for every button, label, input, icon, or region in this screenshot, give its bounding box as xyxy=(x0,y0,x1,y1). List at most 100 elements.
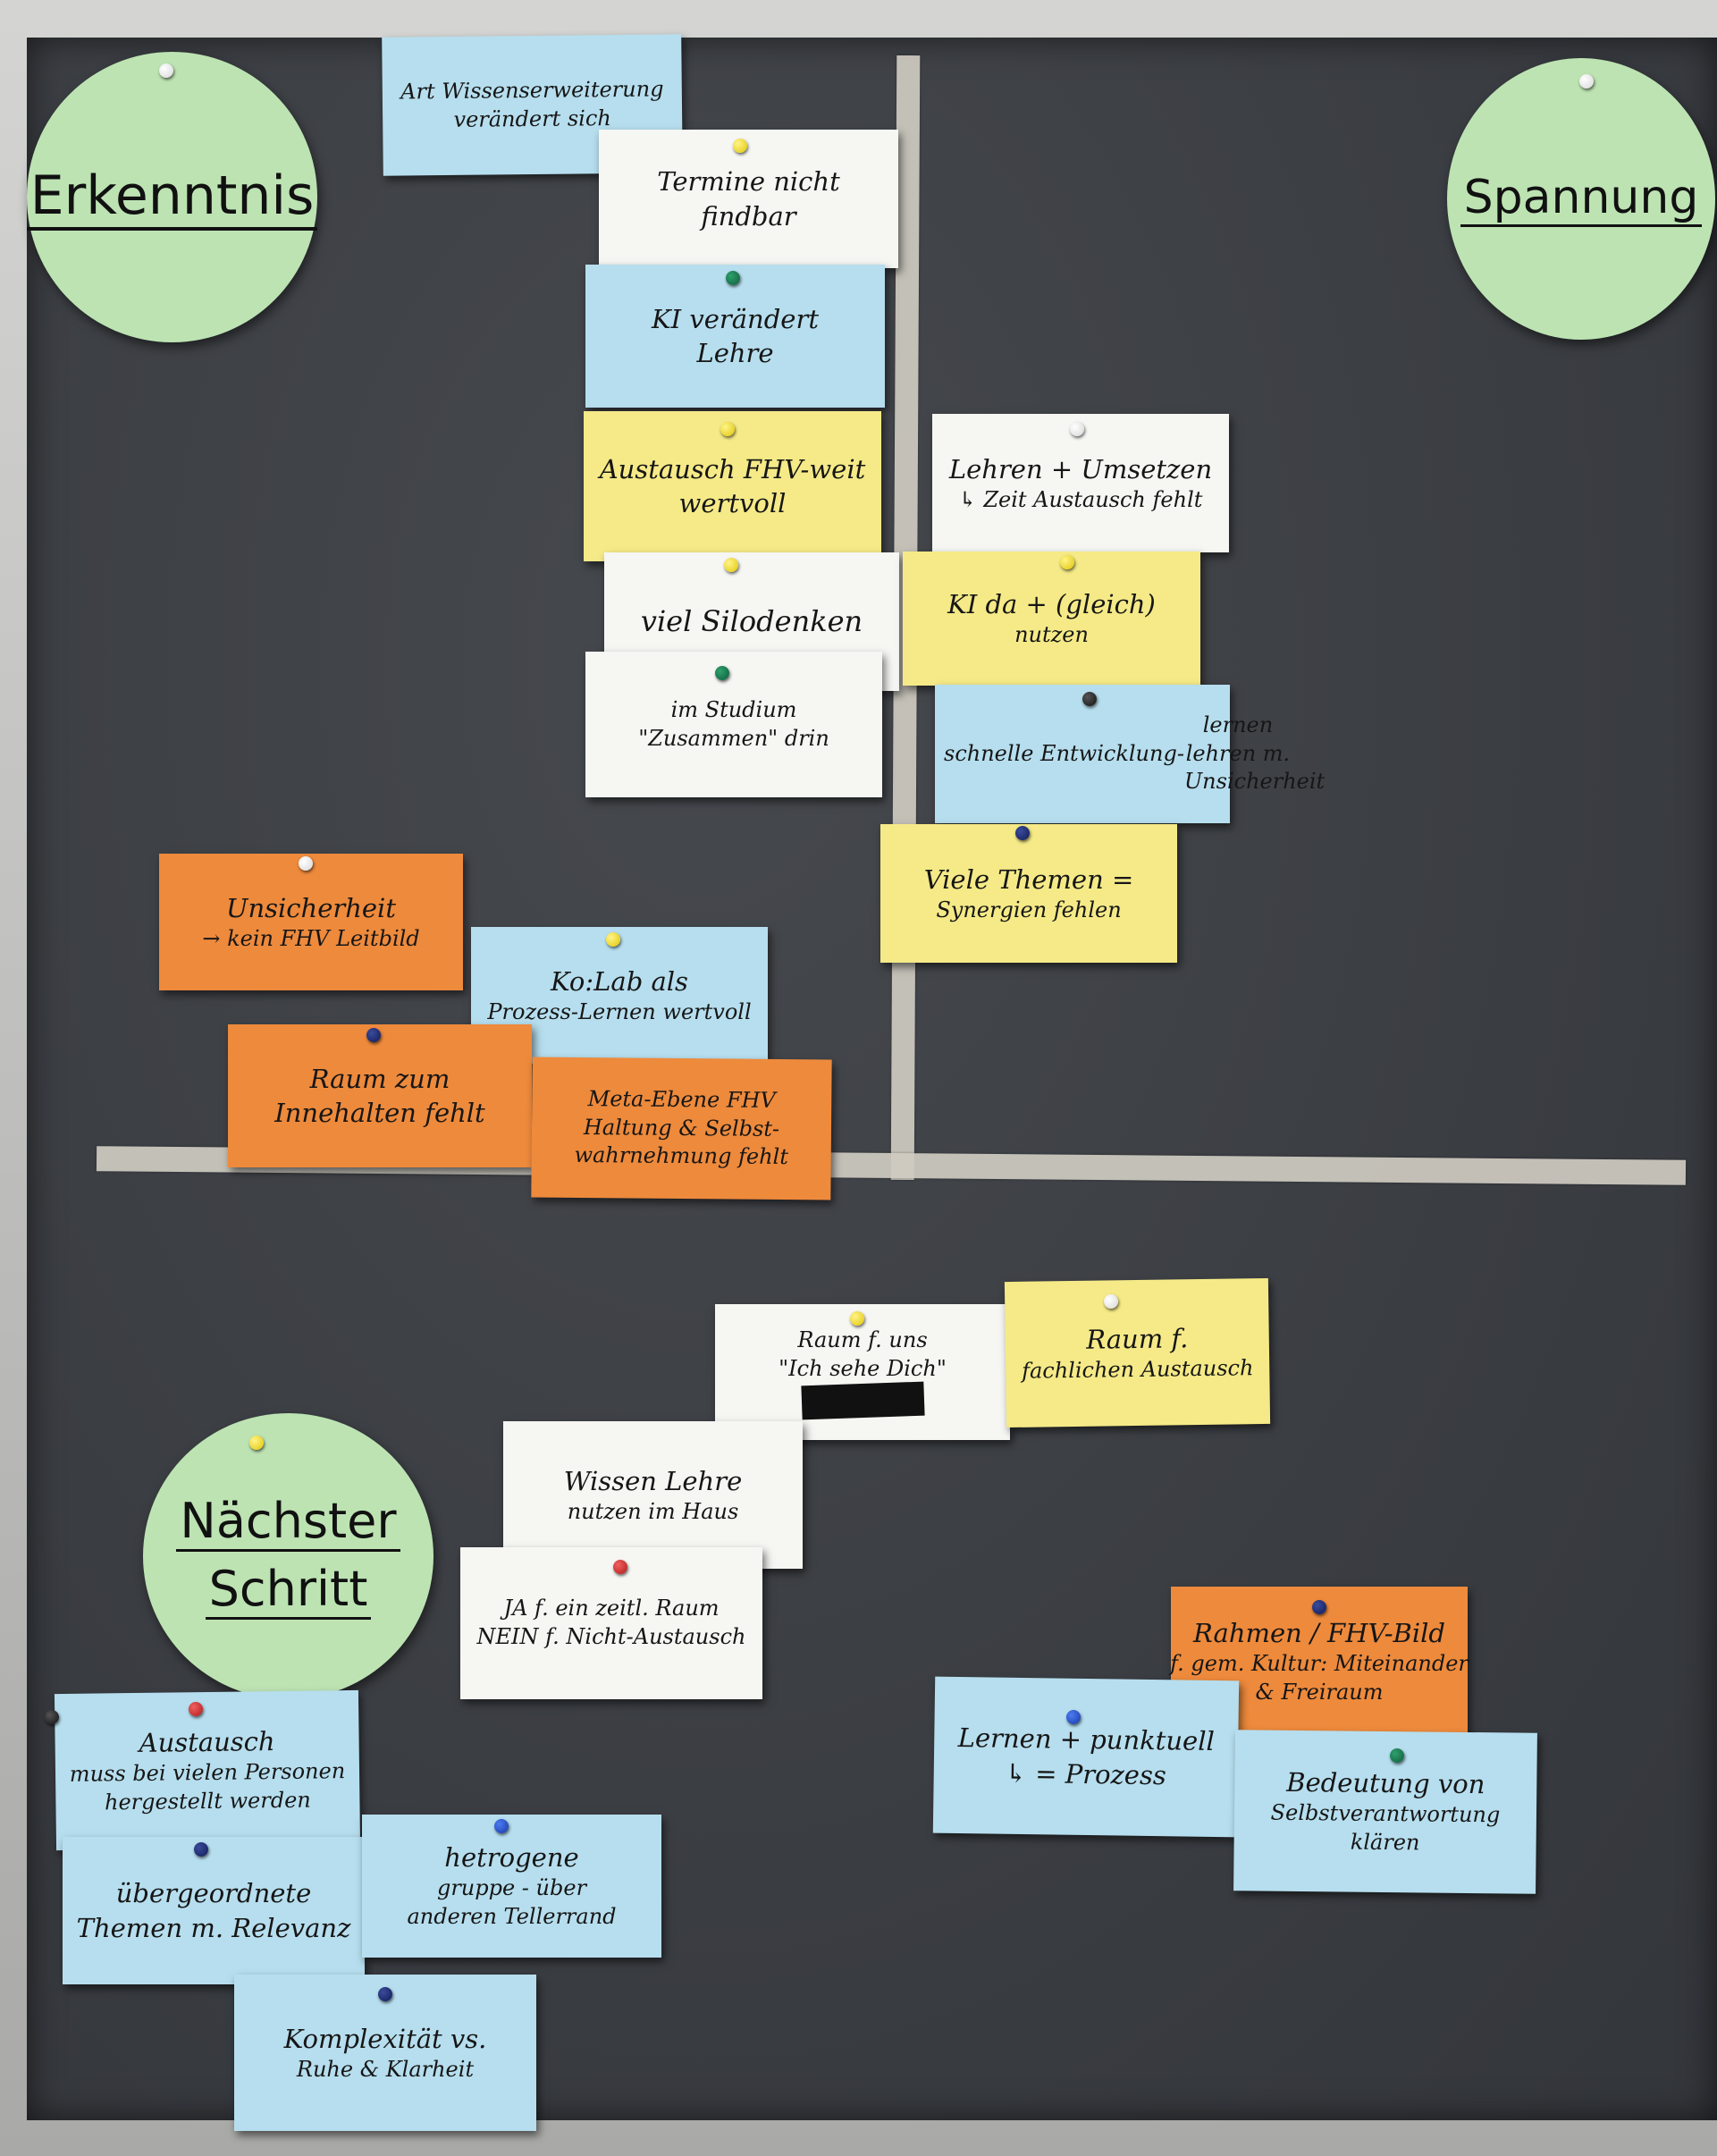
redacted-text: Präsenz xyxy=(801,1381,924,1420)
circle-naechster-label-2: Schritt xyxy=(205,1561,372,1620)
card-text: Ruhe & Klarheit xyxy=(296,2056,475,2082)
card-text: Haltung & Selbst- xyxy=(583,1114,780,1141)
card-text: Wissen Lehre xyxy=(563,1465,743,1496)
card-text: ↳ = Prozess xyxy=(1005,1757,1166,1790)
card-text: anderen Tellerrand xyxy=(407,1904,617,1930)
card-text: Bedeutung von xyxy=(1286,1767,1486,1800)
card-raum-fachlicher-austausch: Raum f. fachlichen Austausch xyxy=(1004,1277,1271,1428)
card-ki-veraendert-lehre: KI verändert Lehre xyxy=(585,265,885,408)
card-text: Raum f. xyxy=(1085,1322,1189,1355)
card-unsicherheit-kein-leitbild: Unsicherheit → kein FHV Leitbild xyxy=(159,854,463,990)
pin-icon xyxy=(726,271,740,285)
card-im-studium-zusammen: im Studium "Zusammen" drin xyxy=(585,652,882,797)
card-text: Raum zum xyxy=(309,1063,450,1094)
card-text: KI verändert xyxy=(652,303,819,334)
pin-icon xyxy=(715,666,729,680)
pin-icon xyxy=(613,1560,627,1574)
card-text: Lernen + punktuell xyxy=(957,1722,1216,1757)
card-text: "Ich sehe Dich" xyxy=(779,1355,947,1381)
card-text: nutzen xyxy=(1014,622,1089,648)
circle-spannung-label: Spannung xyxy=(1460,171,1703,227)
card-text: Unsicherheit xyxy=(226,892,396,923)
card-lernen-punktuell-prozess: Lernen + punktuell ↳ = Prozess xyxy=(932,1676,1240,1838)
pin-icon xyxy=(299,856,313,871)
card-text: ↳ Zeit Austausch fehlt xyxy=(958,486,1203,512)
pin-icon xyxy=(850,1311,864,1326)
card-austausch-muss-hergestellt: Austausch muss bei vielen Personen herge… xyxy=(54,1689,361,1851)
card-viele-themen-synergien: Viele Themen = Synergien fehlen xyxy=(880,824,1177,963)
card-wissen-lehre-nutzen: Wissen Lehre nutzen im Haus xyxy=(503,1421,803,1569)
card-text: Raum f. uns xyxy=(797,1327,928,1353)
card-termine-nicht-findbar: Termine nicht findbar xyxy=(599,130,898,268)
card-text: findbar xyxy=(701,200,796,232)
card-text: klären xyxy=(1350,1829,1420,1856)
card-text: - xyxy=(1176,740,1184,766)
pin-icon xyxy=(159,63,173,78)
card-text: viel Silodenken xyxy=(640,604,863,639)
card-text: Lehren + Umsetzen xyxy=(948,453,1213,484)
card-text: Ko:Lab als xyxy=(551,965,688,997)
pin-icon xyxy=(1066,1710,1081,1724)
pin-icon xyxy=(494,1819,509,1833)
card-text: Themen m. Relevanz xyxy=(76,1912,351,1943)
card-text: Selbstverantwortung xyxy=(1270,1800,1501,1828)
card-text: f. gem. Kultur: Miteinander xyxy=(1170,1651,1469,1677)
pin-icon xyxy=(378,1987,392,2001)
card-text: NEIN f. Nicht-Austausch xyxy=(476,1624,746,1649)
card-text: nutzen im Haus xyxy=(567,1498,739,1524)
pin-icon xyxy=(1390,1748,1404,1763)
pin-icon xyxy=(1015,826,1030,840)
card-ja-nein-raum: JA f. ein zeitl. Raum NEIN f. Nicht-Aust… xyxy=(460,1547,762,1699)
card-text: Komplexität vs. xyxy=(283,2023,487,2054)
card-text: Viele Themen = xyxy=(923,863,1134,895)
card-column-left: schnelle Entwicklung xyxy=(944,740,1177,769)
pin-icon xyxy=(720,422,735,436)
pin-icon xyxy=(249,1436,264,1450)
card-text: Synergien fehlen xyxy=(936,897,1122,922)
card-text: Austausch FHV-weit xyxy=(599,453,866,484)
pin-icon xyxy=(45,1710,59,1724)
pin-icon xyxy=(724,558,738,572)
pin-icon xyxy=(1312,1600,1326,1614)
card-text: Austausch xyxy=(139,1725,275,1758)
card-text: Art Wissenserweiterung xyxy=(400,76,664,105)
card-austausch-fhv-weit: Austausch FHV-weit wertvoll xyxy=(584,411,881,561)
card-text: & Freiraum xyxy=(1255,1680,1384,1705)
pin-icon xyxy=(733,139,747,153)
circle-erkenntnis: Erkenntnis xyxy=(26,52,318,342)
card-text: Prozess-Lernen wertvoll xyxy=(487,998,752,1024)
card-text: im Studium xyxy=(670,696,797,722)
card-column-right: lernen lehren m. Unsicherheit xyxy=(1183,712,1326,796)
pin-icon xyxy=(1104,1294,1118,1309)
card-raum-zum-innehalten: Raum zum Innehalten fehlt xyxy=(228,1024,532,1167)
card-text: hetrogene xyxy=(444,1842,579,1874)
card-text: wertvoll xyxy=(678,488,787,518)
card-text: muss bei vielen Personen xyxy=(69,1758,346,1787)
card-text: verändert sich xyxy=(453,105,611,132)
card-ki-da-gleich-nutzen: KI da + (gleich) nutzen xyxy=(903,552,1200,686)
card-text: lehren m. Unsicherheit xyxy=(1183,740,1326,795)
card-meta-ebene-fhv: Meta-Ebene FHV Haltung & Selbst- wahrneh… xyxy=(531,1057,832,1200)
pin-icon xyxy=(1060,555,1074,569)
card-schnelle-entwicklung: schnelle Entwicklung - lernen lehren m. … xyxy=(935,685,1325,823)
circle-erkenntnis-label: Erkenntnis xyxy=(26,164,318,231)
card-hetrogene-gruppe: hetrogene gruppe - über anderen Tellerra… xyxy=(362,1815,661,1958)
pin-icon xyxy=(606,932,620,947)
pin-icon xyxy=(1082,692,1097,706)
circle-naechster-schritt: Nächster Schritt xyxy=(143,1413,433,1699)
card-uebergeordnete-themen: übergeordnete Themen m. Relevanz xyxy=(63,1837,365,1984)
card-text: übergeordnete xyxy=(115,1878,312,1909)
pin-icon xyxy=(366,1028,381,1042)
pin-icon xyxy=(1070,422,1084,436)
card-bedeutung-selbstverantwortung: Bedeutung von Selbstverantwortung klären xyxy=(1233,1730,1537,1894)
card-text: → kein FHV Leitbild xyxy=(202,925,420,951)
card-text: Meta-Ebene FHV xyxy=(587,1086,776,1113)
card-text: fachlichen Austausch xyxy=(1021,1354,1254,1384)
card-text: Termine nicht xyxy=(657,166,840,198)
card-text: schnelle Entwicklung xyxy=(944,740,1177,766)
pin-icon xyxy=(189,1702,203,1716)
circle-naechster-label-1: Nächster xyxy=(176,1493,400,1552)
card-text: Lehre xyxy=(696,338,774,368)
card-text: hergestellt werden xyxy=(104,1787,311,1815)
card-text: gruppe - über xyxy=(436,1875,587,1901)
